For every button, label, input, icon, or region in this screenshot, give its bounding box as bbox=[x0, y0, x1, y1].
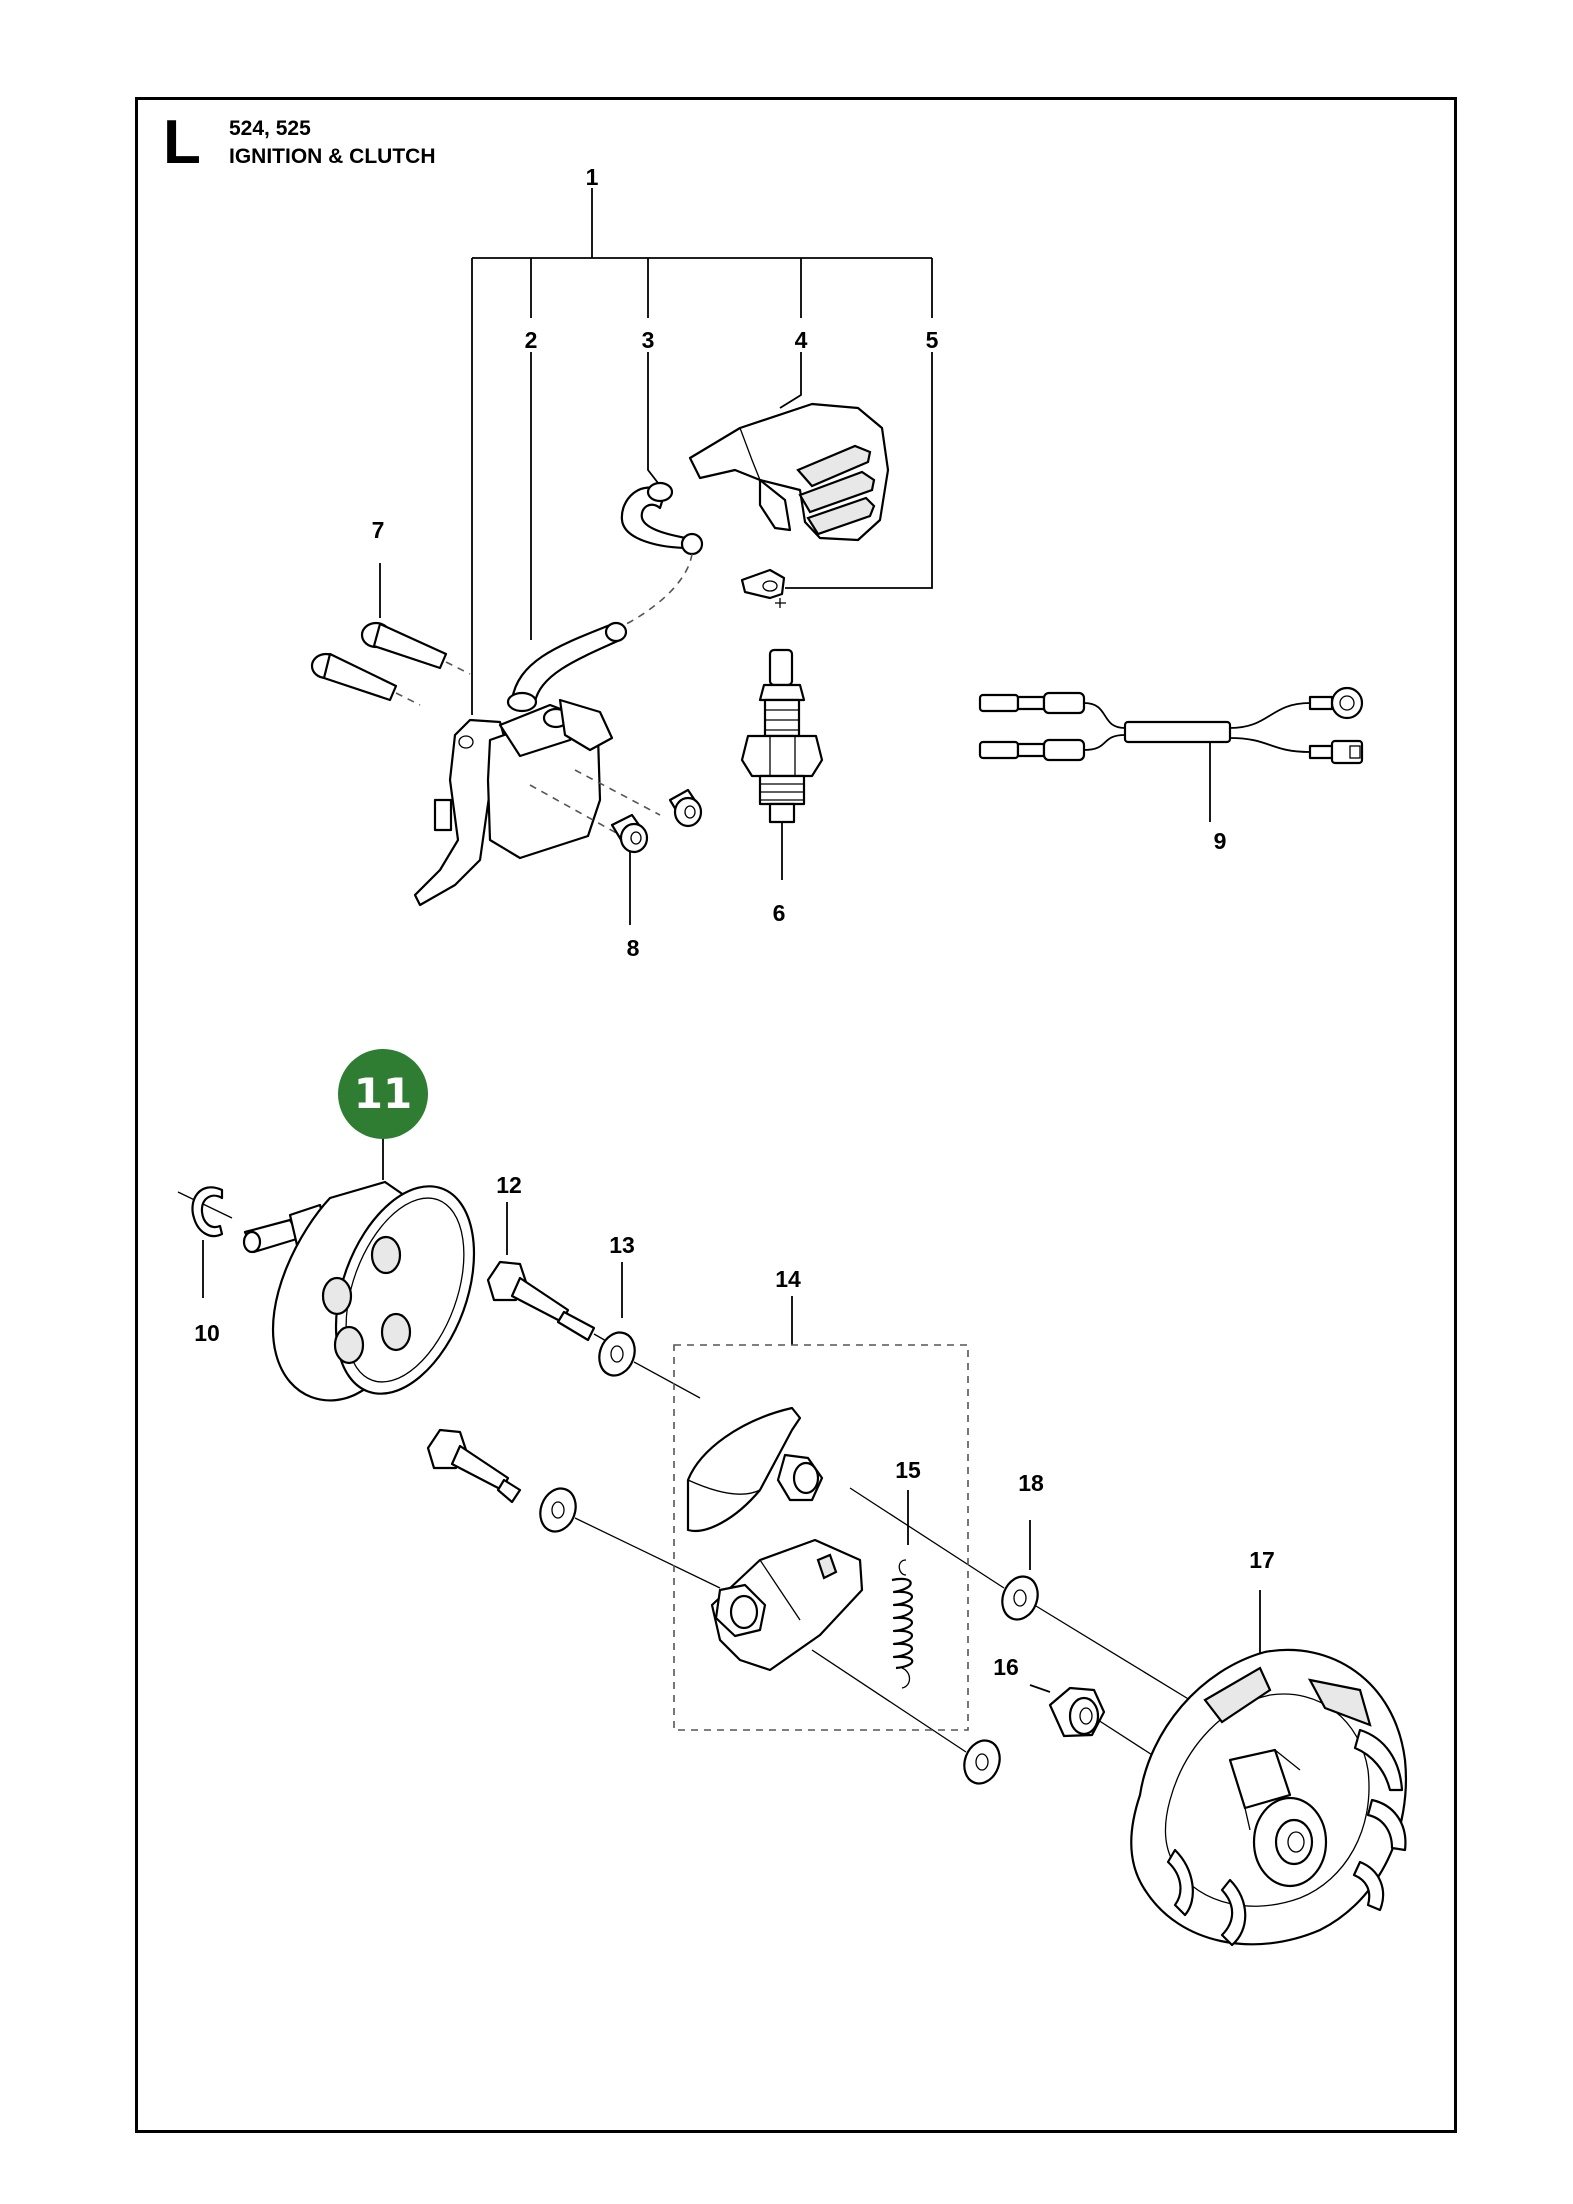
callout-3: 3 bbox=[642, 327, 655, 353]
wiring-harness bbox=[978, 686, 1364, 822]
callout-16: 16 bbox=[993, 1654, 1019, 1680]
callout-7: 7 bbox=[372, 517, 385, 543]
ignition-module-bolts bbox=[310, 563, 471, 706]
clutch-drum bbox=[242, 1135, 476, 1402]
assembly-axes bbox=[574, 1361, 1191, 1761]
model-numbers: 524, 525 bbox=[229, 117, 311, 140]
shoulder-bolts bbox=[426, 1202, 616, 1504]
highlight-label: 11 bbox=[354, 1069, 412, 1118]
circlip bbox=[177, 1186, 233, 1298]
callout-12: 12 bbox=[496, 1172, 522, 1198]
hose-elbow bbox=[605, 481, 704, 643]
flywheel bbox=[1130, 1590, 1407, 1947]
callout-2: 2 bbox=[525, 327, 538, 353]
callout-14: 14 bbox=[775, 1266, 801, 1292]
callout-18: 18 bbox=[1018, 1470, 1044, 1496]
callout-8: 8 bbox=[627, 935, 640, 961]
section-letter: L bbox=[163, 108, 201, 177]
spark-terminal bbox=[740, 568, 786, 608]
section-title: IGNITION & CLUTCH bbox=[229, 145, 436, 168]
spacer-sleeves bbox=[610, 788, 703, 925]
spark-plug bbox=[740, 648, 824, 880]
callout-10: 10 bbox=[194, 1320, 220, 1346]
callout-6: 6 bbox=[773, 900, 786, 926]
callout-13: 13 bbox=[609, 1232, 635, 1258]
spark-plug-boot bbox=[688, 402, 890, 542]
flywheel-nut bbox=[1029, 1684, 1106, 1738]
callout-17: 17 bbox=[1249, 1547, 1275, 1573]
clutch-assembly bbox=[673, 1296, 969, 1731]
ignition-module bbox=[413, 621, 661, 907]
highlight-badge-11[interactable]: 11 bbox=[338, 1049, 428, 1139]
callout-5: 5 bbox=[926, 327, 939, 353]
callout-15: 15 bbox=[895, 1457, 921, 1483]
callout-9: 9 bbox=[1214, 828, 1227, 854]
clutch-spring bbox=[891, 1490, 914, 1689]
page-border bbox=[135, 97, 1457, 2133]
callout-4: 4 bbox=[795, 327, 808, 353]
washers bbox=[539, 1262, 1039, 1785]
callout-1: 1 bbox=[586, 164, 599, 190]
